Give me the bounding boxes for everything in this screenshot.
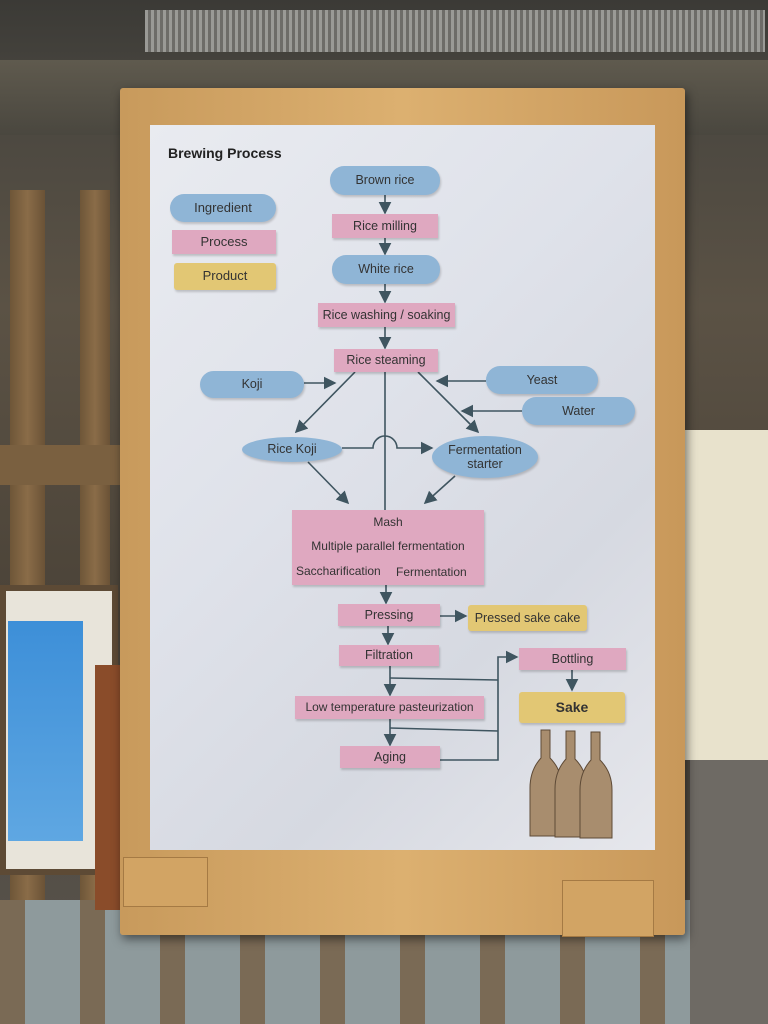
node-fermentation-starter: Fermentation starter [432, 436, 538, 478]
bottle-icon [579, 731, 613, 839]
node-pasteurization: Low temperature pasteurization [295, 696, 484, 719]
node-yeast: Yeast [486, 366, 598, 394]
legend-product: Product [174, 263, 276, 290]
node-rice-washing: Rice washing / soaking [318, 303, 455, 327]
node-rice-koji: Rice Koji [242, 437, 342, 462]
fence-rail [0, 445, 125, 485]
node-white-rice: White rice [332, 255, 440, 284]
doorway [682, 430, 768, 760]
node-water: Water [522, 397, 635, 425]
legend-process: Process [172, 230, 276, 254]
poster-title: Brewing Process [168, 145, 282, 161]
node-aging: Aging [340, 746, 440, 768]
roof-vent [145, 10, 765, 52]
mash-multiple-parallel-fermentation: Multiple parallel fermentation [311, 539, 465, 553]
node-sake: Sake [519, 692, 625, 723]
node-filtration: Filtration [339, 645, 439, 666]
mash-fermentation: Fermentation [396, 565, 467, 579]
node-koji: Koji [200, 371, 304, 398]
node-brown-rice: Brown rice [330, 166, 440, 195]
mash-title: Mash [373, 515, 403, 529]
framed-photo [8, 621, 83, 841]
legend-ingredient: Ingredient [170, 194, 276, 222]
node-mash: Mash Multiple parallel fermentation Sacc… [292, 510, 484, 585]
frame-foot-right [562, 880, 654, 937]
node-rice-steaming: Rice steaming [334, 349, 438, 372]
node-bottling: Bottling [519, 648, 626, 670]
floor [690, 760, 768, 1024]
node-pressing: Pressing [338, 604, 440, 626]
node-pressed-sake-cake: Pressed sake cake [468, 605, 587, 631]
node-rice-milling: Rice milling [332, 214, 438, 238]
mash-saccharification: Saccharification [296, 564, 381, 578]
frame-foot-left [123, 857, 208, 907]
